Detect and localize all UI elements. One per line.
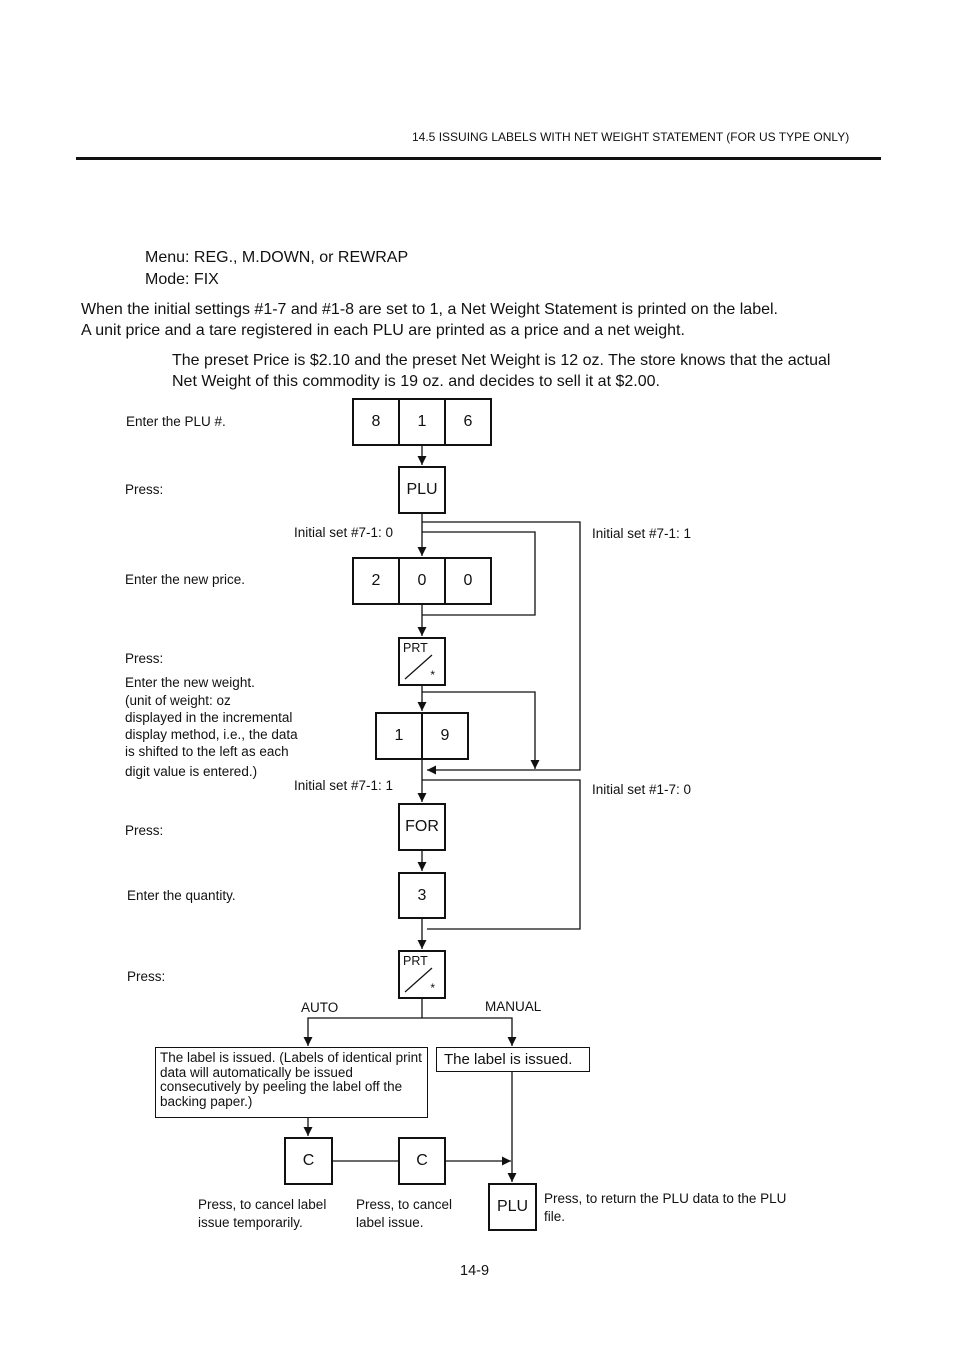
intro-paragraph-line-2: A unit price and a tare registered in ea… [81,322,685,339]
digit-key: 1 [400,400,446,444]
weight-desc-4: display method, i.e., the data [125,727,298,742]
digit-key: 1 [377,714,423,758]
weight-desc-2: (unit of weight: oz [125,693,231,708]
branch-1-7-0-label: Initial set #1-7: 0 [592,782,692,797]
price-keys: 2 0 0 [352,557,492,605]
page-number: 14-9 [460,1263,490,1279]
digit-key: 6 [446,400,490,444]
clear-key-1: C [284,1137,333,1185]
weight-desc-5: is shifted to the left as each [125,744,289,759]
prt-key-star: * [430,981,435,995]
slash-icon [404,967,433,993]
auto-result-box: The label is issued. (Labels of identica… [155,1047,428,1118]
prt-key-2: PRT * [398,950,446,999]
slash-icon [404,654,433,680]
menu-line: Menu: REG., M.DOWN, or REWRAP [145,249,409,266]
mode-line: Mode: FIX [145,271,219,288]
section-header: 14.5 ISSUING LABELS WITH NET WEIGHT STAT… [412,130,850,144]
clear-key-2: C [398,1137,446,1185]
step-press-prt: Press: [125,651,164,666]
intro-paragraph-line-1: When the initial settings #1-7 and #1-8 … [81,301,778,318]
plu-return-key: PLU [488,1183,537,1231]
weight-desc-3: displayed in the incremental [125,710,293,725]
example-line-1: The preset Price is $2.10 and the preset… [172,352,831,369]
step-press-for: Press: [125,823,164,838]
digit-key: 2 [354,559,400,603]
branch-7-1-1-label-lower: Initial set #7-1: 1 [294,778,394,793]
plu-number-keys: 8 1 6 [352,398,492,446]
weight-desc-1: Enter the new weight. [125,675,255,690]
header-rule [76,157,881,160]
branch-7-1-0-label: Initial set #7-1: 0 [294,525,394,540]
step-press-prt-2: Press: [127,969,166,984]
digit-key: 0 [446,559,490,603]
for-key: FOR [398,803,446,851]
weight-desc-6: digit value is entered.) [125,764,258,779]
step-quantity: Enter the quantity. [127,888,236,903]
clear-note-2: Press, to cancel label issue. [356,1197,453,1230]
prt-key-star: * [430,668,435,682]
clear-note-1: Press, to cancel label issue temporarily… [198,1197,327,1230]
prt-key: PRT * [398,637,446,686]
branch-7-1-1-label: Initial set #7-1: 1 [592,526,692,541]
quantity-key: 3 [398,872,446,919]
step-press-plu: Press: [125,482,164,497]
prt-key-label: PRT [403,954,428,968]
example-line-2: Net Weight of this commodity is 19 oz. a… [172,373,660,390]
weight-keys: 1 9 [375,712,469,760]
digit-key: 8 [354,400,400,444]
step-new-price: Enter the new price. [125,572,246,587]
plu-return-note: Press, to return the PLU data to the PLU… [544,1191,787,1224]
manual-label: MANUAL [485,999,542,1014]
plu-key: PLU [398,466,446,514]
digit-key: 0 [400,559,446,603]
digit-key: 9 [423,714,467,758]
manual-result-box: The label is issued. [436,1047,590,1072]
prt-key-label: PRT [403,641,428,655]
step-enter-plu: Enter the PLU #. [126,414,226,429]
auto-label: AUTO [301,1000,339,1015]
